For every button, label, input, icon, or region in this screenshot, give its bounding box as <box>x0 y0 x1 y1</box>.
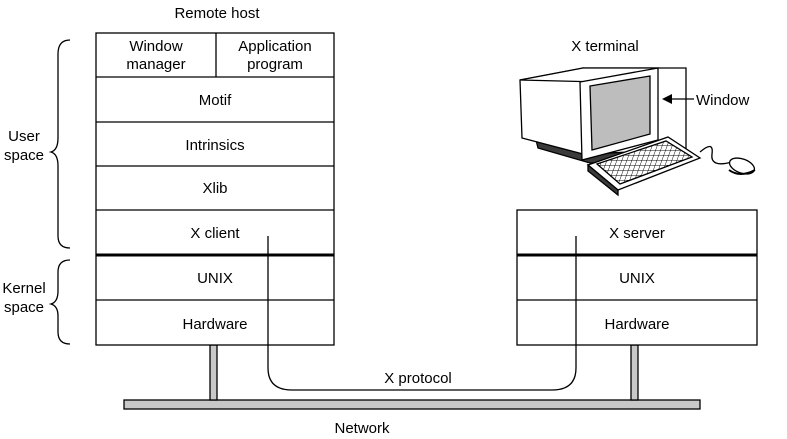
terminal-leg <box>630 344 639 401</box>
x-server-layer-label: X server <box>609 225 665 242</box>
terminal-outline <box>516 209 758 346</box>
remote-host-outline <box>95 32 335 346</box>
user-space-label-line2: space <box>4 147 44 164</box>
user-space-brace <box>48 39 71 249</box>
application-program-label-line1: Application <box>238 38 311 55</box>
x-terminal-icon <box>519 67 756 197</box>
network-bar <box>123 399 701 410</box>
x-client-layer-label: X client <box>190 225 240 242</box>
keyboard-edge <box>587 163 619 197</box>
monitor-screen <box>589 75 651 151</box>
remote-host-title: Remote host <box>174 5 260 22</box>
window-manager-label-line1: Window <box>129 38 183 55</box>
user-space-label-line1: User <box>8 128 40 145</box>
terminal-unix-layer-label: UNIX <box>619 270 655 287</box>
kernel-space-brace <box>48 259 71 345</box>
remote-unix-layer-label: UNIX <box>197 270 233 287</box>
x-terminal-title: X terminal <box>571 38 639 55</box>
mouse-cable <box>699 145 733 165</box>
motif-layer-label: Motif <box>199 92 232 109</box>
remote-hardware-layer-label: Hardware <box>182 316 247 333</box>
terminal-hardware-layer-label: Hardware <box>604 316 669 333</box>
kernel-space-label-line2: space <box>4 299 44 316</box>
network-label: Network <box>334 420 390 437</box>
remote-host-leg <box>209 344 218 401</box>
window-pointer-arrowhead <box>662 94 672 104</box>
kernel-space-label-line1: Kernel <box>2 280 45 297</box>
mouse-shadow <box>728 169 756 175</box>
application-program-label-line2: program <box>247 56 303 73</box>
x-protocol-label: X protocol <box>384 370 452 387</box>
keyboard-keys <box>595 140 694 185</box>
remote-host-stack <box>95 32 335 346</box>
window-manager-label-line2: manager <box>126 56 185 73</box>
terminal-stack <box>516 209 758 346</box>
intrinsics-layer-label: Intrinsics <box>185 137 244 154</box>
window-label: Window <box>696 92 750 109</box>
x-protocol-path <box>267 236 577 391</box>
xlib-layer-label: Xlib <box>202 180 227 197</box>
